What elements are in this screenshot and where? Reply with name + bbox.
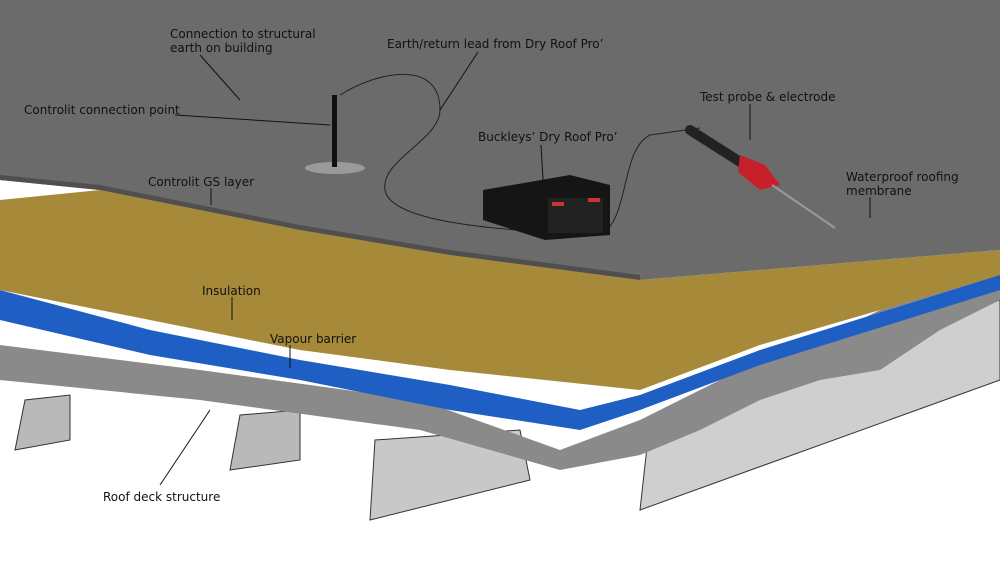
label-earth-connection-line2: earth on building (170, 41, 273, 55)
label-earth-lead: Earth/return lead from Dry Roof Pro’ (387, 37, 604, 51)
label-connection-point: Controlit connection point (24, 103, 180, 117)
roofing-membrane (0, 0, 1000, 280)
leader-lines (159, 51, 871, 486)
label-dry-roof-pro: Buckleys’ Dry Roof Pro’ (478, 130, 618, 144)
label-insulation: Insulation (202, 284, 261, 298)
label-membrane: Waterproof roofing membrane (846, 170, 959, 198)
controlit-gs-layer (0, 175, 640, 280)
label-vapour-barrier: Vapour barrier (270, 332, 357, 346)
test-probe (685, 125, 836, 229)
label-gs-layer: Controlit GS layer (148, 175, 255, 189)
label-test-probe: Test probe & electrode (700, 90, 836, 104)
insulation-layer (0, 190, 1000, 390)
label-earth-connection: Connection to structural earth on buildi… (170, 27, 316, 55)
label-membrane-line1: Waterproof roofing (846, 170, 959, 184)
dry-roof-pro-device (483, 175, 610, 240)
roof-deck (0, 270, 1000, 470)
label-roof-deck: Roof deck structure (103, 490, 221, 504)
vapour-barrier (0, 275, 1000, 430)
label-earth-connection-line1: Connection to structural (170, 27, 316, 41)
steel-beams (14, 299, 1000, 521)
label-membrane-line2: membrane (846, 184, 912, 198)
